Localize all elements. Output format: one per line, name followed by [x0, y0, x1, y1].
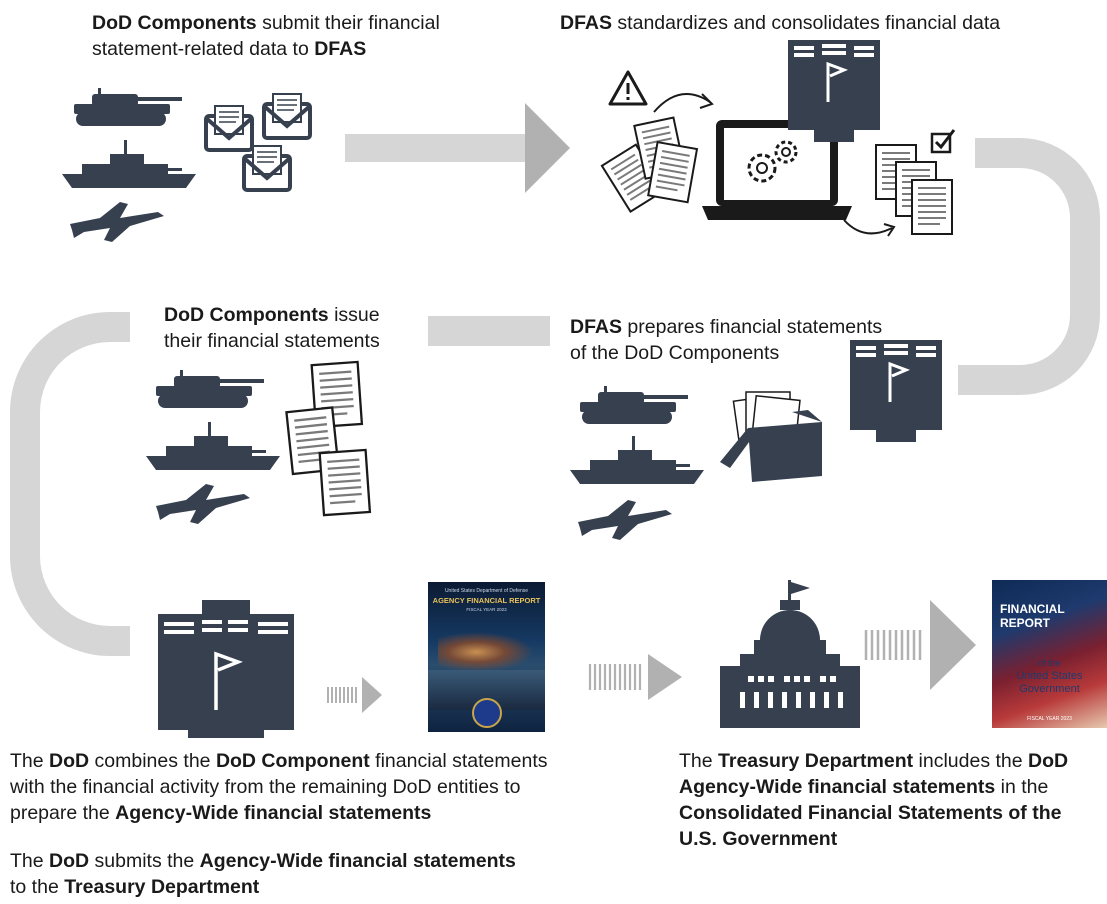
- tank-icon: [74, 88, 182, 126]
- document-icon: [647, 141, 698, 204]
- box-icon: [720, 391, 822, 482]
- laptop-gear-icon: [702, 120, 852, 220]
- tank-icon: [580, 386, 688, 424]
- jet-icon: [70, 202, 164, 242]
- step3-caption: DFAS prepares financial statements of th…: [570, 316, 883, 364]
- checkbox-icon: [930, 129, 956, 154]
- financial-report-us-government-cover: FINANCIAL REPORT of the United States Go…: [992, 580, 1107, 728]
- dashed-arrow-icon: [588, 654, 682, 700]
- step1-caption: DoD Components submit their financial st…: [92, 12, 440, 60]
- agency-financial-report-cover: United States Department of Defense AGEN…: [428, 582, 545, 732]
- pentagon-building-icon: [156, 598, 296, 740]
- server-icon: [848, 338, 944, 444]
- capitol-icon: [720, 580, 860, 728]
- curved-arrow-icon: [843, 219, 896, 237]
- step5-caption: The DoD combines the DoD Component finan…: [10, 750, 548, 824]
- envelope-icon: [242, 144, 292, 192]
- ship-icon: [146, 422, 280, 470]
- document-icon: [318, 448, 372, 517]
- document-icon: [911, 179, 953, 235]
- ship-icon: [62, 140, 196, 188]
- dashed-arrow-icon: [327, 677, 382, 713]
- curved-arrow-icon: [653, 93, 714, 113]
- jet-icon: [578, 500, 672, 540]
- step2-caption: DFAS standardizes and consolidates finan…: [560, 12, 1001, 34]
- ship-icon: [570, 436, 704, 484]
- jet-icon: [156, 484, 250, 524]
- step6-caption: The Treasury Department includes the DoD…: [679, 750, 1069, 850]
- step5b-caption: The DoD submits the Agency-Wide financia…: [10, 850, 516, 898]
- tank-icon: [156, 370, 264, 408]
- dashed-arrow-icon: [864, 600, 976, 690]
- step4-caption: DoD Components issue their financial sta…: [164, 304, 380, 352]
- envelope-icon: [262, 92, 312, 140]
- warning-icon: [608, 70, 648, 106]
- server-icon: [786, 38, 882, 144]
